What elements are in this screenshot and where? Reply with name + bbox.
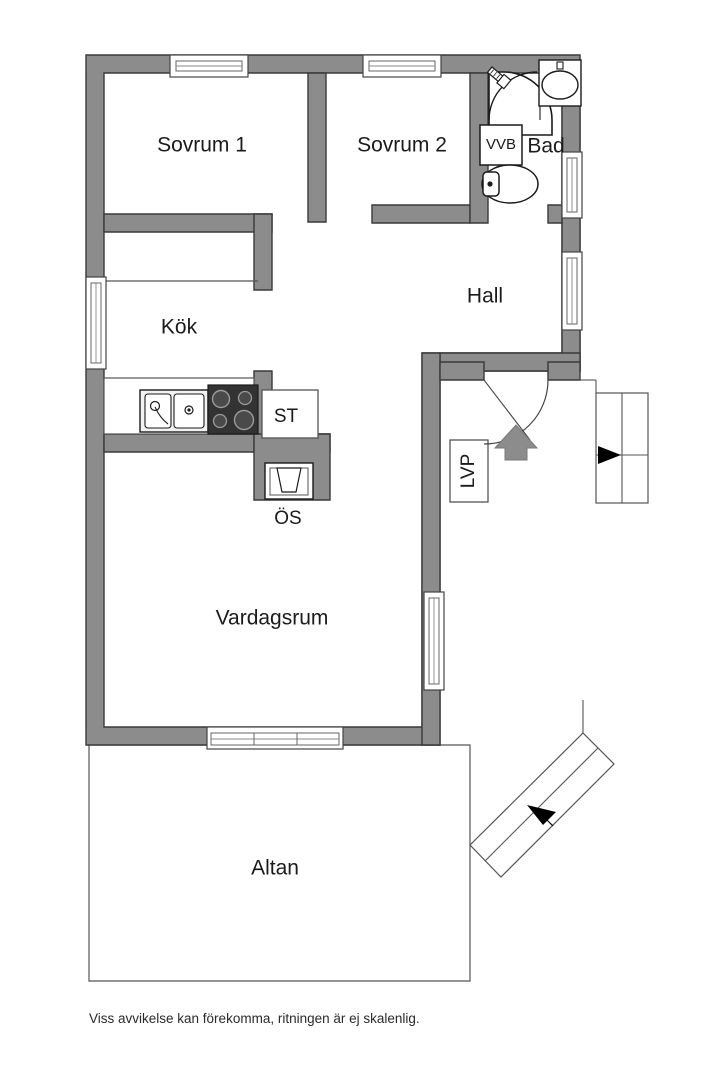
vvb-label: VVB (486, 136, 516, 153)
window-sovrum-2 (362, 54, 442, 78)
wash-basin-icon (538, 59, 582, 107)
room-label-bad: Bad (527, 135, 564, 158)
window-vardagsrum-bottom (206, 726, 344, 750)
ramp-diagonal (469, 700, 615, 878)
shower-icon (486, 66, 553, 136)
window-sovrum-1 (169, 54, 249, 78)
entry-door-swing (483, 379, 549, 445)
room-label-vardagsrum: Vardagsrum (216, 607, 329, 630)
st-box (261, 389, 319, 439)
heat-pump-box (449, 439, 489, 503)
cooktop-icon (207, 384, 259, 435)
wood-stove-icon (264, 462, 314, 500)
room-label-kok: Kök (161, 316, 198, 339)
porch-step-right (580, 379, 649, 504)
lvp-label: LVP (458, 454, 479, 489)
window-hall (561, 251, 583, 331)
room-label-sovrum-2: Sovrum 2 (357, 134, 447, 157)
disclaimer-caption: Viss avvikelse kan förekomma, ritningen … (89, 1011, 420, 1026)
entry-direction-arrow-icon (493, 424, 539, 461)
kitchen-sink-icon (139, 389, 209, 433)
st-label: ST (274, 406, 299, 427)
room-label-sovrum-1: Sovrum 1 (157, 134, 247, 157)
room-label-altan: Altan (251, 857, 299, 880)
water-heater-icon (479, 124, 523, 166)
window-kok (85, 276, 107, 370)
room-label-hall: Hall (467, 285, 503, 308)
window-bad (561, 151, 583, 219)
os-label: ÖS (274, 508, 301, 529)
window-vardagsrum-right (423, 591, 445, 691)
toilet-icon (481, 164, 539, 204)
